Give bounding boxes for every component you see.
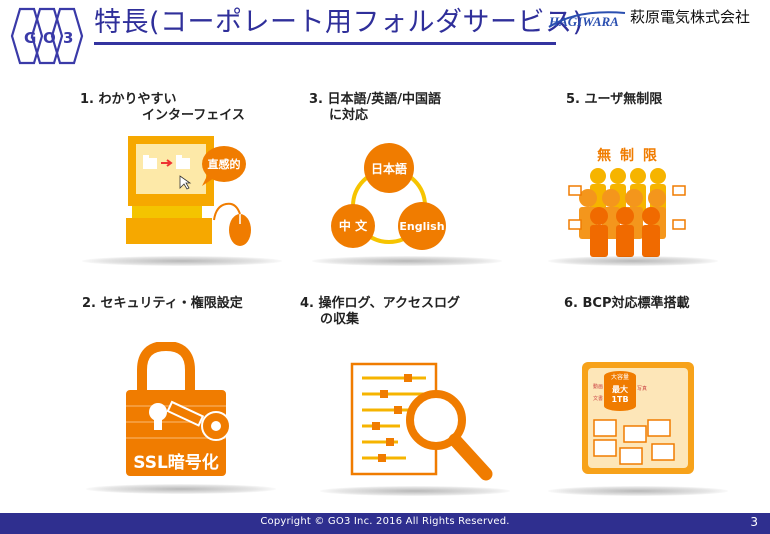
svg-text:G: G — [24, 29, 36, 47]
footer-bar: Copyright © GO3 Inc. 2016 All Rights Res… — [0, 513, 770, 534]
feature-1-line1: わかりやすい — [98, 92, 177, 107]
svg-text:O: O — [43, 29, 56, 47]
storage-max: 最大 — [612, 384, 628, 394]
feature-1-shadow — [82, 256, 282, 266]
english-circle: English — [399, 220, 444, 233]
feature-4-line2: の収集 — [320, 312, 360, 327]
page-title: 特長(コーポレート用フォルダサービス) — [94, 7, 584, 38]
feature-6-label: 6. BCP対応標準搭載 — [564, 296, 690, 312]
storage-left1: 動画 — [593, 383, 603, 390]
feature-3-shadow — [312, 256, 502, 266]
svg-text:3: 3 — [63, 29, 73, 47]
storage-size: 1TB — [611, 395, 628, 404]
ssl-lock-icon: SSL暗号化 — [126, 342, 231, 476]
storage-right: 写真 — [637, 385, 647, 392]
storage-left2: 文書 — [593, 395, 603, 402]
feature-1-line2: インターフェイス — [142, 108, 245, 123]
feature-6-line1: BCP対応標準搭載 — [582, 296, 690, 311]
feature-3-label: 3. 日本語/英語/中国語 に対応 — [309, 92, 441, 124]
feature-2-label: 2. セキュリティ・権限設定 — [82, 296, 243, 312]
feature-6-number: 6. — [564, 296, 578, 311]
access-log-icon — [350, 362, 493, 481]
feature-6-shadow — [548, 486, 728, 496]
unlimited-banner: 無 制 限 — [597, 147, 659, 164]
storage-top: 大容量 — [611, 373, 629, 381]
unlimited-users-icon: 無 制 限 — [568, 147, 686, 257]
feature-2-shadow — [86, 484, 276, 494]
bcp-storage-icon: 大容量 最大 1TB 動画 文書 写真 — [582, 362, 694, 474]
go3-logo-icon: G O 3 — [10, 7, 84, 65]
feature-1-label: 1. わかりやすい インターフェイス — [80, 92, 245, 124]
company-name: 萩原電気株式会社 — [630, 8, 751, 26]
feature-2-number: 2. — [82, 296, 96, 311]
hagiwara-logo-text: HAGIWARA — [548, 14, 619, 29]
feature-5-shadow — [548, 256, 718, 266]
feature-4-line1: 操作ログ、アクセスログ — [318, 296, 460, 311]
feature-4-label: 4. 操作ログ、アクセスログ の収集 — [300, 296, 460, 328]
feature-1-number: 1. — [80, 92, 94, 107]
feature-4-shadow — [320, 486, 510, 496]
feature-3-line1: 日本語/英語/中国語 — [327, 92, 442, 107]
hagiwara-logo-icon: HAGIWARA — [548, 11, 626, 29]
copyright-text: Copyright © GO3 Inc. 2016 All Rights Res… — [260, 516, 510, 527]
feature-5-line1: ユーザ無制限 — [584, 92, 663, 107]
feature-3-number: 3. — [309, 92, 323, 107]
ssl-encryption-text: SSL暗号化 — [133, 452, 219, 473]
japanese-circle: 日本語 — [371, 161, 407, 176]
feature-3-line2: に対応 — [329, 108, 369, 123]
title-underline — [94, 42, 556, 45]
language-circles-icon: 日本語 中 文 English — [331, 143, 446, 250]
chinese-circle: 中 文 — [339, 218, 368, 233]
feature-4-number: 4. — [300, 296, 314, 311]
feature-2-line1: セキュリティ・権限設定 — [100, 296, 243, 311]
intuitive-badge: 直感的 — [208, 157, 241, 171]
page-number: 3 — [750, 515, 758, 529]
feature-5-label: 5. ユーザ無制限 — [566, 92, 662, 108]
feature-5-number: 5. — [566, 92, 580, 107]
computer-interface-icon: 直感的 — [126, 136, 251, 246]
